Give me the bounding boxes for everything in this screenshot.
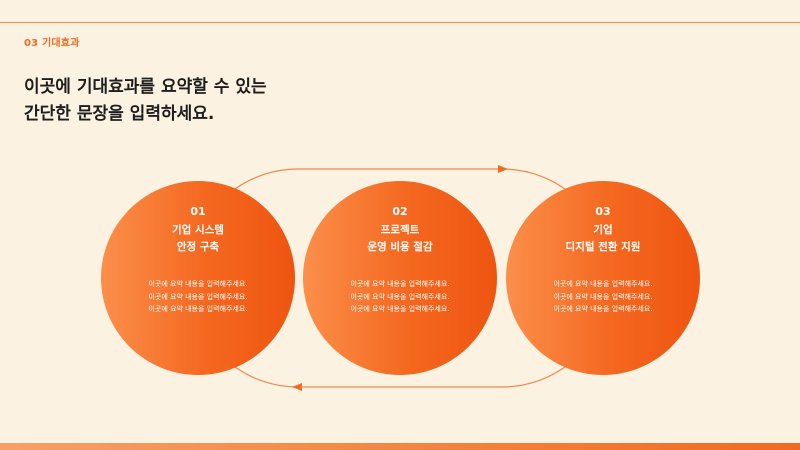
step-title: 기업 시스템 안정 구축	[101, 222, 295, 256]
step-circle-3: 03 기업 디지털 전환 지원 이곳에 요약 내용을 입력해주세요. 이곳에 요…	[506, 181, 700, 375]
top-divider	[0, 22, 800, 23]
step-number: 01	[190, 205, 206, 218]
step-description: 이곳에 요약 내용을 입력해주세요. 이곳에 요약 내용을 입력해주세요. 이곳…	[506, 278, 700, 316]
step-desc-line: 이곳에 요약 내용을 입력해주세요.	[553, 305, 653, 313]
step-circle-2: 02 프로젝트 운영 비용 절감 이곳에 요약 내용을 입력해주세요. 이곳에 …	[303, 181, 497, 375]
step-title-line: 프로젝트	[380, 224, 420, 236]
step-title: 프로젝트 운영 비용 절감	[303, 222, 497, 256]
step-description: 이곳에 요약 내용을 입력해주세요. 이곳에 요약 내용을 입력해주세요. 이곳…	[101, 278, 295, 316]
step-desc-line: 이곳에 요약 내용을 입력해주세요.	[148, 292, 248, 301]
step-desc-line: 이곳에 요약 내용을 입력해주세요.	[553, 280, 653, 288]
step-desc-line: 이곳에 요약 내용을 입력해주세요.	[148, 280, 248, 288]
step-title-line: 기업 시스템	[172, 224, 224, 236]
step-circle-1: 01 기업 시스템 안정 구축 이곳에 요약 내용을 입력해주세요. 이곳에 요…	[101, 181, 295, 375]
step-title-line: 기업	[593, 224, 613, 236]
headline: 이곳에 기대효과를 요약할 수 있는 간단한 문장을 입력하세요.	[24, 74, 267, 128]
headline-line-1: 이곳에 기대효과를 요약할 수 있는	[24, 77, 267, 97]
step-desc-line: 이곳에 요약 내용을 입력해주세요.	[350, 292, 450, 301]
step-title-line: 운영 비용 절감	[367, 241, 433, 253]
step-number: 02	[392, 205, 408, 218]
step-description: 이곳에 요약 내용을 입력해주세요. 이곳에 요약 내용을 입력해주세요. 이곳…	[303, 278, 497, 316]
headline-line-2: 간단한 문장을 입력하세요.	[24, 104, 215, 124]
step-desc-line: 이곳에 요약 내용을 입력해주세요.	[350, 305, 450, 313]
arrow-left-icon	[292, 383, 302, 391]
step-number: 03	[595, 205, 611, 218]
step-desc-line: 이곳에 요약 내용을 입력해주세요.	[148, 305, 248, 313]
step-desc-line: 이곳에 요약 내용을 입력해주세요.	[553, 292, 653, 301]
bottom-accent-bar	[0, 443, 800, 450]
arrow-right-icon	[498, 165, 508, 173]
step-title-line: 안정 구축	[176, 241, 220, 253]
section-label: 03 기대효과	[24, 38, 80, 49]
step-desc-line: 이곳에 요약 내용을 입력해주세요.	[350, 280, 450, 288]
step-title: 기업 디지털 전환 지원	[506, 222, 700, 256]
step-title-line: 디지털 전환 지원	[565, 241, 641, 253]
